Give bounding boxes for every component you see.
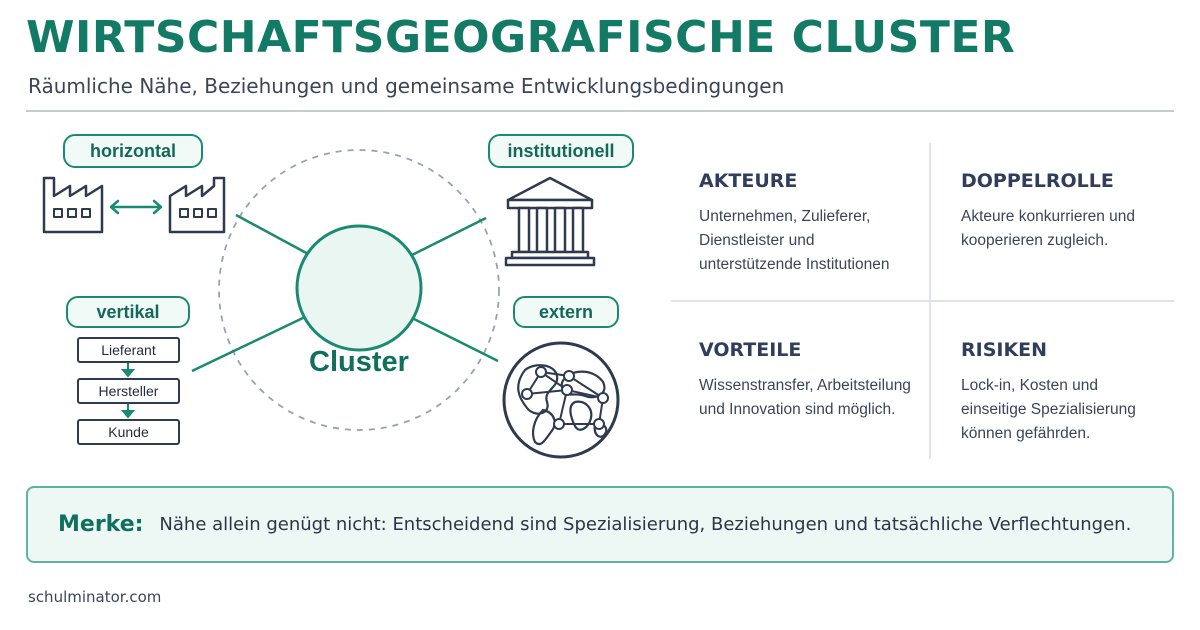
card-vorteile: VORTEILE Wissenstransfer, Arbeitsteilung… xyxy=(699,339,914,422)
merke-label: Merke: xyxy=(58,512,144,537)
footer-source: schulminator.com xyxy=(28,588,162,606)
card-text: Unternehmen, Zulieferer, Dienstleister u… xyxy=(699,208,890,273)
double-arrow-icon xyxy=(109,199,163,215)
connector-institutional xyxy=(411,216,487,257)
chain-box-manufacturer: Hersteller xyxy=(77,378,180,404)
merke-box: Merke: Nähe allein genügt nicht: Entsche… xyxy=(26,486,1174,563)
label-institutional: institutionell xyxy=(488,134,634,168)
card-heading: DOPPELROLLE xyxy=(961,170,1114,192)
merke-text: Nähe allein genügt nicht: Entscheidend s… xyxy=(159,514,1132,535)
card-text: Lock-in, Kosten und einseitige Spezialis… xyxy=(961,377,1136,442)
diagram-graphics xyxy=(42,149,620,459)
card-akteure: AKTEURE Unternehmen, Zulieferer, Dienstl… xyxy=(699,170,919,277)
page-title: WIRTSCHAFTSGEOGRAFISCHE CLUSTER xyxy=(26,12,1016,63)
chain-box-customer: Kunde xyxy=(77,419,180,445)
card-text: Wissenstransfer, Arbeitsteilung und Inno… xyxy=(699,377,911,418)
grid-horizontal-divider xyxy=(671,300,1174,302)
connector-horizontal xyxy=(235,213,311,257)
card-doppelrolle: DOPPELROLLE Akteure konkurrieren und koo… xyxy=(961,170,1161,253)
connector-external xyxy=(411,316,499,363)
chain-arrow-icon xyxy=(120,363,136,419)
globe-network-icon xyxy=(502,341,620,459)
building-columns-icon xyxy=(504,176,596,267)
cluster-diagram: horizontal institutionell vertikal exter… xyxy=(0,120,660,470)
label-horizontal: horizontal xyxy=(63,134,203,168)
header-divider xyxy=(26,110,1174,112)
chain-box-supplier: Lieferant xyxy=(77,337,180,363)
label-vertical: vertikal xyxy=(66,296,190,328)
card-heading: RISIKEN xyxy=(961,339,1048,361)
page-subtitle: Räumliche Nähe, Beziehungen und gemeinsa… xyxy=(28,74,785,98)
connector-vertical xyxy=(191,315,306,373)
factory-icon xyxy=(42,176,104,234)
card-heading: AKTEURE xyxy=(699,170,798,192)
card-heading: VORTEILE xyxy=(699,339,802,361)
cluster-circle xyxy=(295,224,423,352)
card-risiken: RISIKEN Lock-in, Kosten und einseitige S… xyxy=(961,339,1161,446)
factory-icon xyxy=(168,176,226,234)
cluster-label: Cluster xyxy=(309,346,409,378)
label-external: extern xyxy=(513,296,619,328)
card-text: Akteure konkurrieren und kooperieren zug… xyxy=(961,208,1136,249)
cluster-boundary-circle xyxy=(218,149,500,431)
